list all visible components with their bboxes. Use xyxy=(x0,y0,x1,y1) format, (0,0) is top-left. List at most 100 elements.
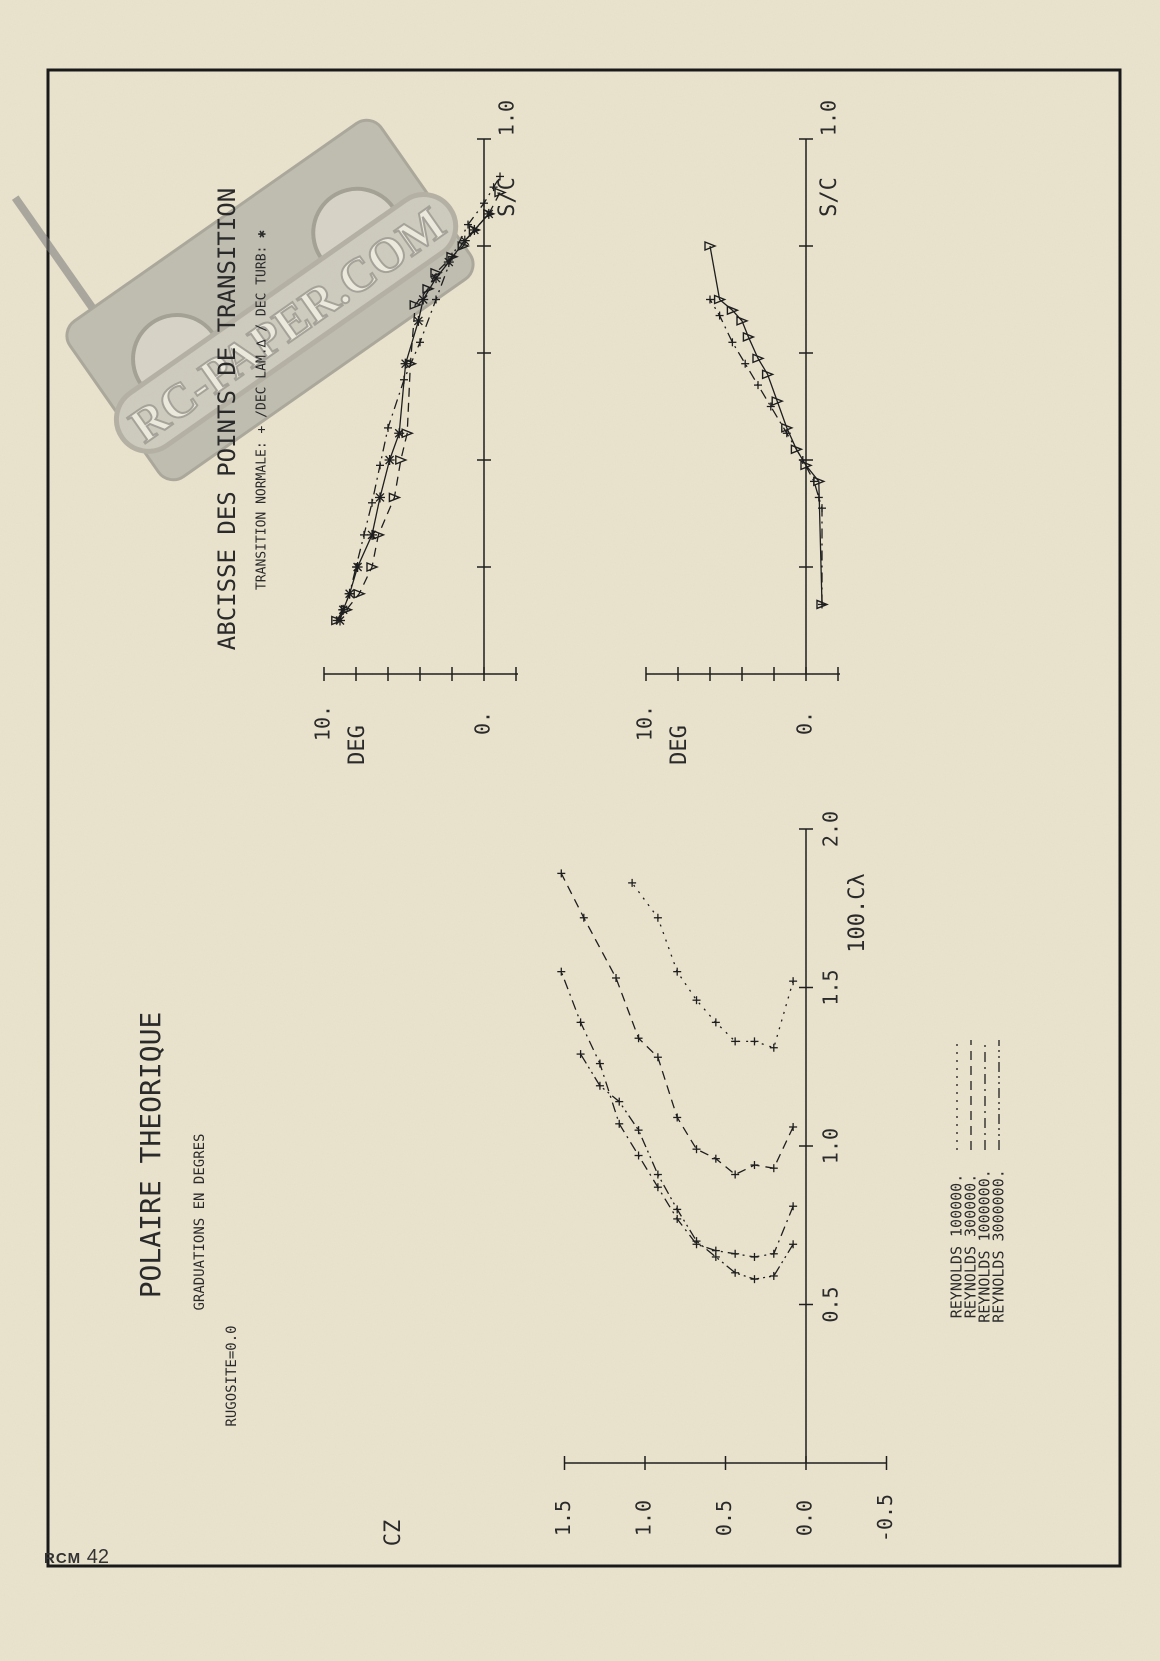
triangle-marker xyxy=(713,294,727,305)
plus-marker xyxy=(769,1043,778,1052)
series-path xyxy=(709,299,823,605)
plus-marker xyxy=(360,530,368,539)
legend-label: REYNOLDS 1000000. xyxy=(976,1169,994,1323)
plus-marker xyxy=(750,1037,759,1046)
star-marker xyxy=(400,358,411,369)
plus-marker xyxy=(673,1214,682,1223)
page-frame xyxy=(46,68,1122,1568)
plus-marker xyxy=(789,977,798,986)
page-number: 42 xyxy=(86,1546,109,1568)
triangle-marker xyxy=(457,240,471,252)
plus-marker xyxy=(728,338,737,347)
cz-axis-label: CZ xyxy=(381,1520,406,1547)
series-line xyxy=(557,869,798,1179)
triangle-marker xyxy=(781,422,794,433)
star-marker xyxy=(443,257,454,268)
plus-marker xyxy=(595,1059,604,1068)
series-line xyxy=(576,1050,798,1284)
plus-marker xyxy=(615,1097,624,1106)
plus-marker xyxy=(706,295,714,304)
plus-marker xyxy=(711,1154,720,1163)
plus-marker xyxy=(789,1122,798,1131)
triangle-marker xyxy=(800,460,813,471)
plus-marker xyxy=(653,1053,662,1062)
plus-marker xyxy=(653,1170,662,1179)
plus-marker xyxy=(557,869,566,878)
cx-axis-label: 100.Cλ xyxy=(845,873,870,952)
plus-marker xyxy=(628,878,637,887)
star-marker xyxy=(335,615,345,626)
plus-marker xyxy=(612,973,621,982)
plus-marker xyxy=(673,967,682,976)
triangle-marker xyxy=(726,305,740,316)
magazine-name: RCM xyxy=(44,1550,82,1567)
plus-marker xyxy=(368,498,376,507)
series-line xyxy=(628,878,798,1052)
star-marker xyxy=(344,588,355,599)
legend: REYNOLDS 100000.REYNOLDS 300000.REYNOLDS… xyxy=(948,1040,1008,1323)
plus-marker xyxy=(653,913,662,922)
cx-tick-label: 1.0 xyxy=(819,1128,843,1164)
plus-marker xyxy=(634,1151,643,1160)
star-marker xyxy=(413,315,424,326)
plus-marker xyxy=(595,1081,604,1090)
triangle-marker xyxy=(816,599,829,610)
triangle-marker xyxy=(331,615,344,626)
plus-marker xyxy=(692,1145,701,1154)
plus-marker xyxy=(634,1126,643,1135)
plus-marker xyxy=(416,338,424,347)
cz-tick-label: 1.5 xyxy=(551,1500,575,1536)
series-line xyxy=(557,967,798,1261)
star-marker xyxy=(418,294,429,305)
plus-marker xyxy=(376,461,384,470)
cx-tick-label: 1.5 xyxy=(819,969,843,1005)
plus-marker xyxy=(634,1034,643,1043)
triangle-marker xyxy=(742,331,756,342)
legend-label: REYNOLDS 3000000. xyxy=(990,1169,1008,1323)
plus-marker xyxy=(769,1164,778,1173)
legend-label: REYNOLDS 300000. xyxy=(962,1174,980,1319)
triangle-marker xyxy=(388,492,402,503)
cx-tick-label: 0.5 xyxy=(819,1286,843,1322)
deg-tick-label: 10. xyxy=(633,705,657,741)
triangle-marker xyxy=(813,476,826,487)
plus-marker xyxy=(731,1268,740,1277)
plus-marker xyxy=(750,1252,759,1261)
plus-marker xyxy=(731,1170,740,1179)
cx-tick-label: 2.0 xyxy=(819,811,843,847)
cz-tick-label: 1.0 xyxy=(632,1500,656,1536)
deg-tick-label: 0. xyxy=(471,711,495,735)
plus-marker xyxy=(579,913,588,922)
antenna-icon xyxy=(11,195,96,311)
series-line xyxy=(704,240,829,610)
series-line xyxy=(335,208,494,626)
triangle-marker xyxy=(761,369,775,380)
plus-marker xyxy=(384,423,392,432)
plus-marker xyxy=(731,1249,740,1258)
plus-marker xyxy=(480,199,488,208)
star-marker xyxy=(483,208,494,219)
plus-marker xyxy=(464,220,472,229)
triangle-marker xyxy=(494,187,507,198)
plus-marker xyxy=(715,311,724,320)
star-marker xyxy=(367,529,377,540)
page-footer: RCM 42 xyxy=(44,1546,109,1569)
watermark-badge xyxy=(113,192,459,454)
deg-tick-label: 0. xyxy=(793,711,817,735)
triangle-marker xyxy=(366,561,379,573)
chart-subtitle: RUGOSITE=0.0 xyxy=(224,1325,240,1426)
plus-marker xyxy=(766,402,775,411)
plus-marker xyxy=(576,1050,585,1059)
deg-axis-label: DEG xyxy=(345,725,370,765)
plus-marker xyxy=(692,1237,701,1246)
star-marker xyxy=(459,235,470,246)
plus-marker xyxy=(769,1249,778,1258)
plus-marker xyxy=(432,295,440,304)
triangle-marker xyxy=(771,396,785,407)
plus-marker xyxy=(615,1119,624,1128)
plus-marker xyxy=(731,1037,740,1046)
